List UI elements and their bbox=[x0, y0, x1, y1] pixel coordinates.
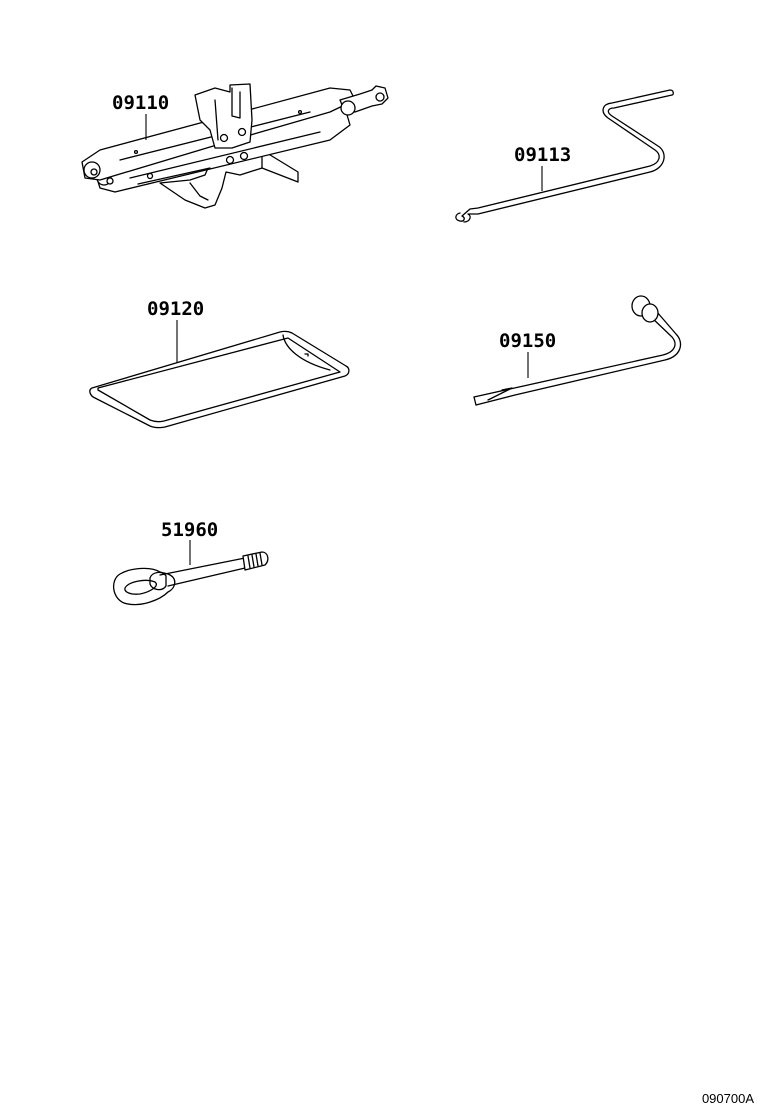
towing-eye-drawing[interactable] bbox=[113, 551, 269, 606]
part-label-09120[interactable]: 09120 bbox=[147, 298, 205, 320]
jack-handle-drawing[interactable] bbox=[455, 89, 674, 223]
part-label-09113[interactable]: 09113 bbox=[514, 144, 572, 166]
scissor-jack-drawing[interactable] bbox=[81, 83, 389, 209]
part-label-09150[interactable]: 09150 bbox=[499, 330, 557, 352]
part-label-09110[interactable]: 09110 bbox=[112, 92, 170, 114]
jack-tray-drawing[interactable] bbox=[89, 330, 350, 429]
part-label-51960[interactable]: 51960 bbox=[161, 519, 219, 541]
illustration-code: 090700A bbox=[701, 1091, 754, 1106]
wheel-nut-wrench-drawing[interactable] bbox=[473, 295, 682, 406]
